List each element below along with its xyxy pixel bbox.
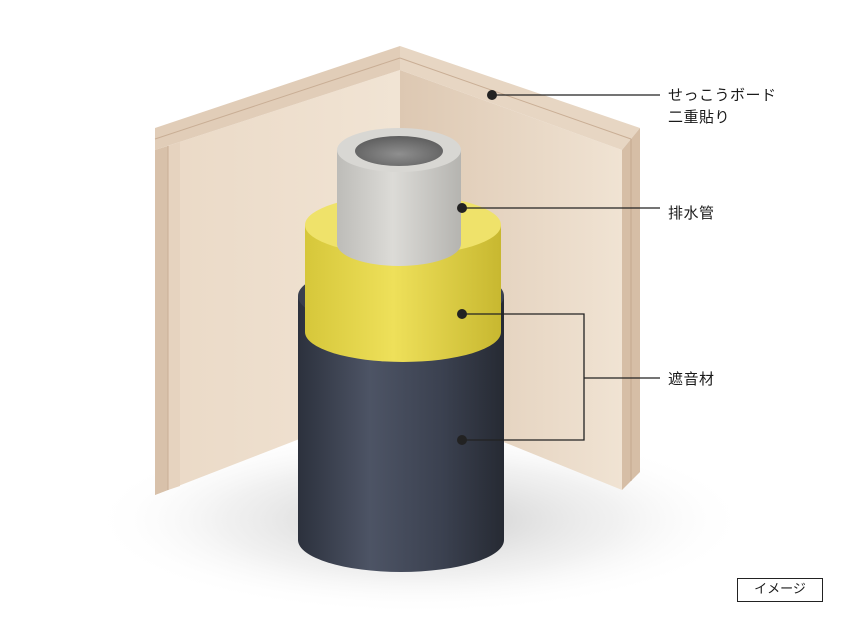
callout-dots — [457, 90, 497, 445]
drain-pipe-label: 排水管 — [668, 204, 715, 222]
drain-pipe — [337, 128, 461, 266]
gypsum-board-label: せっこうボード 二重貼り — [668, 84, 777, 128]
callout-lines — [462, 94, 660, 441]
sound-insulation-label: 遮音材 — [668, 370, 715, 388]
gypsum-board-label-line2: 二重貼り — [668, 108, 731, 126]
image-badge: イメージ — [737, 578, 823, 602]
gypsum-board-label-line1: せっこうボード — [668, 86, 777, 104]
